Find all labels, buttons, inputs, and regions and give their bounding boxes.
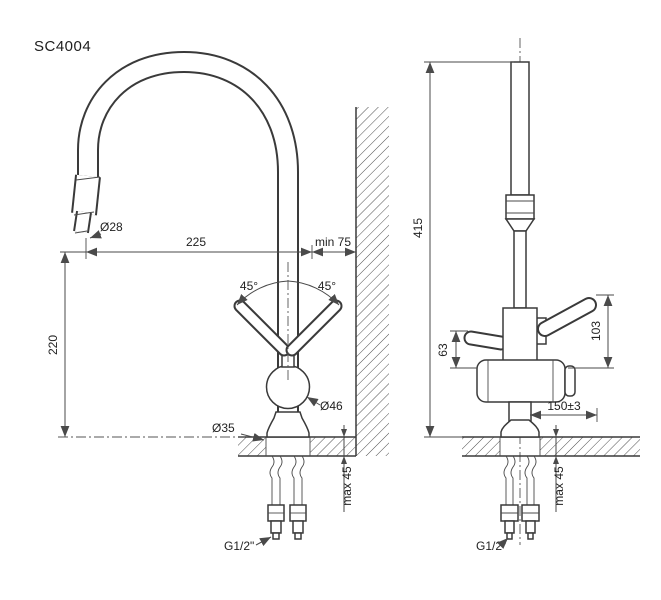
offset-dimension: 150±3 — [530, 399, 598, 422]
mount-stem — [508, 401, 532, 423]
swivel-angle-dimension: 45° 45° — [236, 279, 340, 306]
riser-tube — [510, 61, 530, 196]
countertop-section-front — [462, 436, 640, 457]
spout-body-inner — [79, 52, 297, 414]
thread-callout-side: G1/2" — [224, 536, 272, 553]
lever-right — [285, 299, 343, 357]
spout-diameter-label: Ø28 — [100, 220, 123, 234]
wall-section — [355, 107, 389, 456]
countertop-max-dimension-side: max 45 — [340, 425, 354, 512]
left-handle-label: 63 — [436, 343, 450, 357]
faucet-side — [71, 50, 343, 438]
front-view: 415 103 63 150±3 max 45 — [411, 38, 640, 553]
reach-label: 225 — [186, 235, 206, 249]
mixer-body — [476, 359, 566, 403]
wall-hatch — [356, 107, 389, 456]
wall-distance-label: min 75 — [315, 235, 351, 249]
spout-diameter-dimension: Ø28 — [89, 220, 123, 239]
left-handle-dimension: 63 — [436, 330, 477, 369]
body-diameter-label: Ø46 — [320, 399, 343, 413]
model-code-label: SC4004 — [34, 38, 91, 55]
countertop-max-label-side: max 45 — [340, 466, 354, 506]
right-handle-label: 103 — [589, 321, 603, 341]
collar-taper — [504, 218, 536, 232]
right-handle-dimension: 103 — [568, 294, 614, 369]
neck-tube — [513, 230, 527, 309]
base-diameter-label: Ø35 — [212, 421, 235, 435]
outlet-height-dimension: 220 — [46, 252, 245, 438]
countertop-max-label-front: max 45 — [552, 466, 566, 506]
mount-flange — [500, 419, 540, 438]
swivel-left-label: 45° — [240, 279, 258, 293]
upper-body — [502, 307, 538, 363]
outlet-height-label: 220 — [46, 335, 60, 355]
reach-dimension: 225 min 75 — [60, 235, 356, 259]
offset-label: 150±3 — [547, 399, 581, 413]
handle-left-front — [463, 330, 509, 351]
total-height-label: 415 — [411, 218, 425, 238]
supply-hoses-side — [267, 455, 307, 540]
supply-hoses-front — [500, 455, 540, 540]
thread-label-front: G1/2" — [476, 539, 506, 553]
spout-nozzle — [71, 174, 101, 234]
thread-callout-front: G1/2" — [476, 537, 509, 553]
spray-head-collar — [505, 194, 535, 220]
total-height-dimension: 415 — [411, 61, 514, 438]
thread-label-side: G1/2" — [224, 539, 254, 553]
countertop-section-side — [238, 436, 356, 457]
faucet-front — [463, 61, 597, 438]
body-diameter-dimension: Ø46 — [306, 396, 343, 413]
faucet-base — [266, 411, 310, 438]
countertop-max-dimension-front: max 45 — [552, 425, 566, 512]
diverter-cap — [564, 365, 576, 397]
handle-right-front — [535, 297, 597, 345]
side-view: 45° 45° 225 min 75 220 Ø28 Ø46 — [46, 50, 389, 553]
base-diameter-dimension: Ø35 — [212, 421, 265, 442]
swivel-right-label: 45° — [318, 279, 336, 293]
lever-left — [233, 299, 291, 357]
